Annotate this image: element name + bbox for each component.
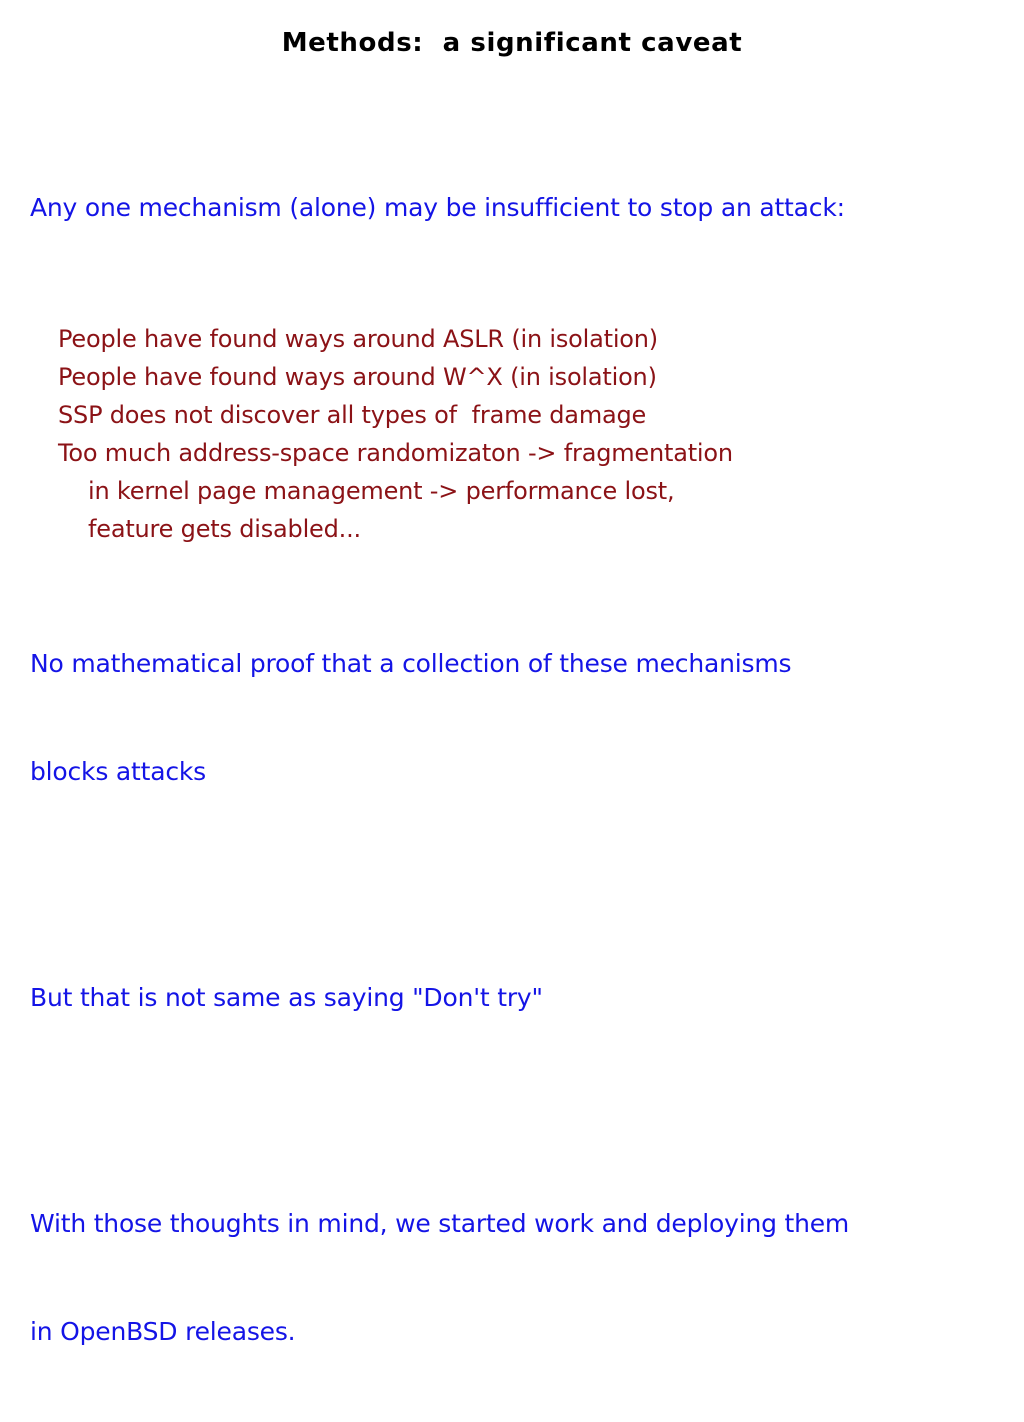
spacer-between-paragraphs-1: [0, 862, 1024, 908]
paragraph-line: blocks attacks: [30, 757, 206, 786]
paragraph-dont-try: But that is not same as saying "Don't tr…: [0, 908, 1024, 1088]
list-item: People have found ways around ASLR (in i…: [58, 325, 658, 353]
paragraph-openbsd: With those thoughts in mind, we started …: [0, 1134, 1024, 1422]
page-title: Methods: a significant caveat: [281, 28, 743, 58]
paragraph-line: in OpenBSD releases.: [30, 1317, 296, 1346]
spacer-between-paragraphs-2: [0, 1088, 1024, 1134]
list-item: feature gets disabled...: [88, 515, 361, 543]
list-item: in kernel page management -> performance…: [88, 477, 675, 505]
paragraph-line: With those thoughts in mind, we started …: [30, 1209, 850, 1238]
paragraph-no-proof: No mathematical proof that a collection …: [0, 574, 1024, 862]
paragraph-line: No mathematical proof that a collection …: [30, 649, 792, 678]
list-item: SSP does not discover all types of frame…: [58, 401, 647, 429]
list-item: Too much address-space randomizaton -> f…: [58, 439, 733, 467]
intro-paragraph: Any one mechanism (alone) may be insuffi…: [0, 118, 1024, 298]
spacer-after-list: [0, 548, 1024, 574]
intro-line: Any one mechanism (alone) may be insuffi…: [30, 193, 845, 222]
spacer-after-intro: [0, 298, 1024, 320]
slide-canvas: Methods: a significant caveat Any one me…: [30, 28, 850, 1346]
slide-body: Any one mechanism (alone) may be insuffi…: [0, 118, 1024, 1422]
paragraph-line: But that is not same as saying "Don't tr…: [30, 983, 543, 1012]
caveat-list: People have found ways around ASLR (in i…: [0, 320, 1024, 548]
list-item: People have found ways around W^X (in is…: [58, 363, 657, 391]
